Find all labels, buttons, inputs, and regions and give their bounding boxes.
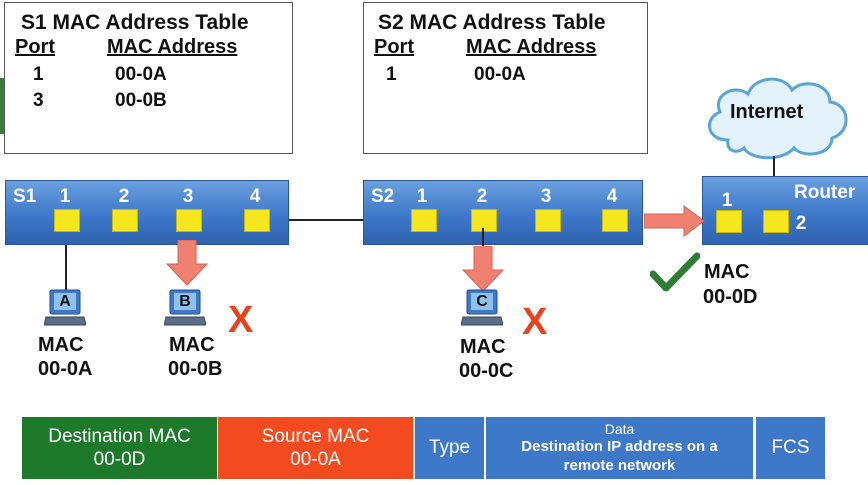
frame-dest-mac: Destination MAC 00-0D	[22, 417, 217, 479]
edge-marker	[0, 78, 5, 134]
s1-row2-port: 3	[33, 90, 44, 111]
host-a-mac: 00-0A	[38, 358, 93, 380]
router-mac-label: MAC	[704, 261, 750, 283]
s1-port2-label: 2	[118, 186, 130, 207]
internet-label: Internet	[730, 101, 804, 123]
host-b-drop-mark: X	[228, 299, 254, 341]
frame-src-mac-label: Source MAC	[261, 426, 370, 447]
s1-mac-table: S1 MAC Address Table Port MAC Address 1 …	[4, 2, 293, 154]
s1-name: S1	[13, 186, 37, 207]
forward-arrow-to-router-icon	[644, 205, 705, 237]
frame-dest-mac-label: Destination MAC	[48, 426, 191, 447]
frame-type: Type	[415, 417, 484, 479]
host-b-mac-label: MAC	[169, 334, 215, 356]
s2-port3-label: 3	[540, 186, 552, 207]
switch-s2	[363, 180, 643, 245]
host-a-computer-icon	[44, 289, 86, 326]
frame-fcs: FCS	[756, 417, 825, 479]
frame-type-label: Type	[428, 437, 471, 458]
s2-port4-label: 4	[606, 186, 618, 207]
host-c-cable	[482, 228, 484, 248]
s1-port4-label: 4	[249, 186, 261, 207]
host-b-mac: 00-0B	[168, 358, 223, 380]
s1-port-header: Port	[15, 36, 55, 58]
s2-name: S2	[371, 186, 395, 207]
s1-port1-label: 1	[59, 186, 71, 207]
s1-row1-mac: 00-0A	[115, 64, 167, 85]
s2-port2	[471, 209, 497, 232]
s2-port1	[411, 209, 437, 232]
switch-s1	[5, 180, 289, 245]
s1-port2	[112, 209, 138, 232]
s1-port3-label: 3	[182, 186, 194, 207]
s2-table-title: S2 MAC Address Table	[378, 11, 606, 34]
host-c-mac-label: MAC	[460, 336, 506, 358]
s1-row1-port: 1	[33, 64, 44, 85]
frame-dest-mac-value: 00-0D	[93, 449, 146, 470]
host-b-computer-icon	[164, 289, 206, 326]
s2-port1-label: 1	[416, 186, 428, 207]
router-port1	[716, 210, 742, 233]
host-c-drop-mark: X	[522, 301, 548, 343]
s2-row1-mac: 00-0A	[474, 64, 526, 85]
host-b-id: B	[179, 293, 191, 310]
host-c-computer-icon	[461, 289, 503, 326]
delivered-check-icon	[650, 252, 700, 292]
s1-mac-header: MAC Address	[107, 36, 238, 58]
internet-cloud-icon	[708, 77, 848, 160]
s1-s2-cable	[270, 219, 426, 221]
frame-fcs-label: FCS	[771, 437, 810, 458]
router-name: Router	[794, 182, 856, 203]
frame-src-mac: Source MAC 00-0A	[218, 417, 413, 479]
flood-arrow-s2-port2-icon	[462, 246, 504, 292]
s1-row2-mac: 00-0B	[115, 90, 167, 111]
s2-port-header: Port	[374, 36, 414, 58]
frame-src-mac-value: 00-0A	[290, 449, 341, 470]
router-port1-label: 1	[721, 190, 733, 211]
router-mac: 00-0D	[703, 286, 758, 308]
host-c-id: C	[476, 293, 488, 310]
host-a-id: A	[59, 293, 71, 310]
s1-port3	[176, 209, 202, 232]
host-a-cable	[65, 228, 67, 294]
s1-port4	[244, 209, 270, 232]
host-c-mac: 00-0C	[459, 360, 514, 382]
s2-port4	[602, 209, 628, 232]
s2-port2-label: 2	[476, 186, 488, 207]
frame-data-label: Data	[604, 421, 635, 437]
router-port2-label: 2	[795, 213, 807, 234]
router-port2	[763, 210, 789, 233]
frame-data: Data Destination IP address on a remote …	[486, 417, 753, 479]
s2-mac-header: MAC Address	[466, 36, 597, 58]
s2-mac-table: S2 MAC Address Table Port MAC Address 1 …	[363, 2, 648, 154]
s1-port1	[54, 209, 80, 232]
frame-data-desc: Destination IP address on a remote netwo…	[521, 438, 718, 474]
host-a-mac-label: MAC	[38, 334, 84, 356]
s2-port3	[535, 209, 561, 232]
s2-row1-port: 1	[386, 64, 397, 85]
flood-arrow-port3-icon	[166, 240, 208, 286]
s1-table-title: S1 MAC Address Table	[21, 11, 249, 34]
